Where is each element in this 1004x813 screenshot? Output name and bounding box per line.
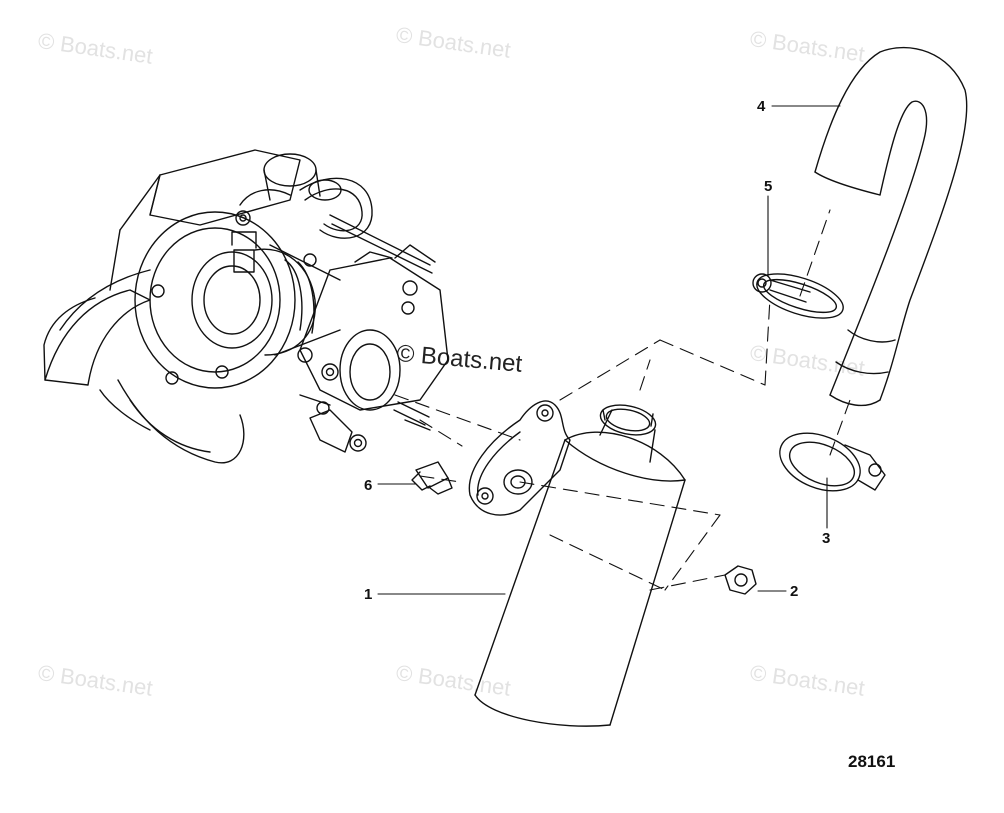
exhaust-pipe-part-1 [474, 404, 686, 727]
callout-5: 5 [764, 178, 773, 195]
callout-3: 3 [822, 530, 831, 547]
callout-1: 1 [364, 586, 373, 603]
exhaust-elbow-flange [468, 400, 571, 516]
hose-part-4 [814, 46, 968, 407]
plug-part-6 [411, 461, 453, 495]
callout-leaders [377, 105, 841, 595]
figure-number: 28161 [848, 752, 896, 771]
assembly-centerlines [394, 209, 851, 591]
clamp-part-3 [779, 432, 886, 492]
callout-4: 4 [757, 98, 766, 115]
turbocharger-assembly [43, 149, 449, 464]
callout-2: 2 [790, 583, 799, 600]
callout-6: 6 [364, 477, 373, 494]
nut-part-2 [724, 565, 757, 595]
